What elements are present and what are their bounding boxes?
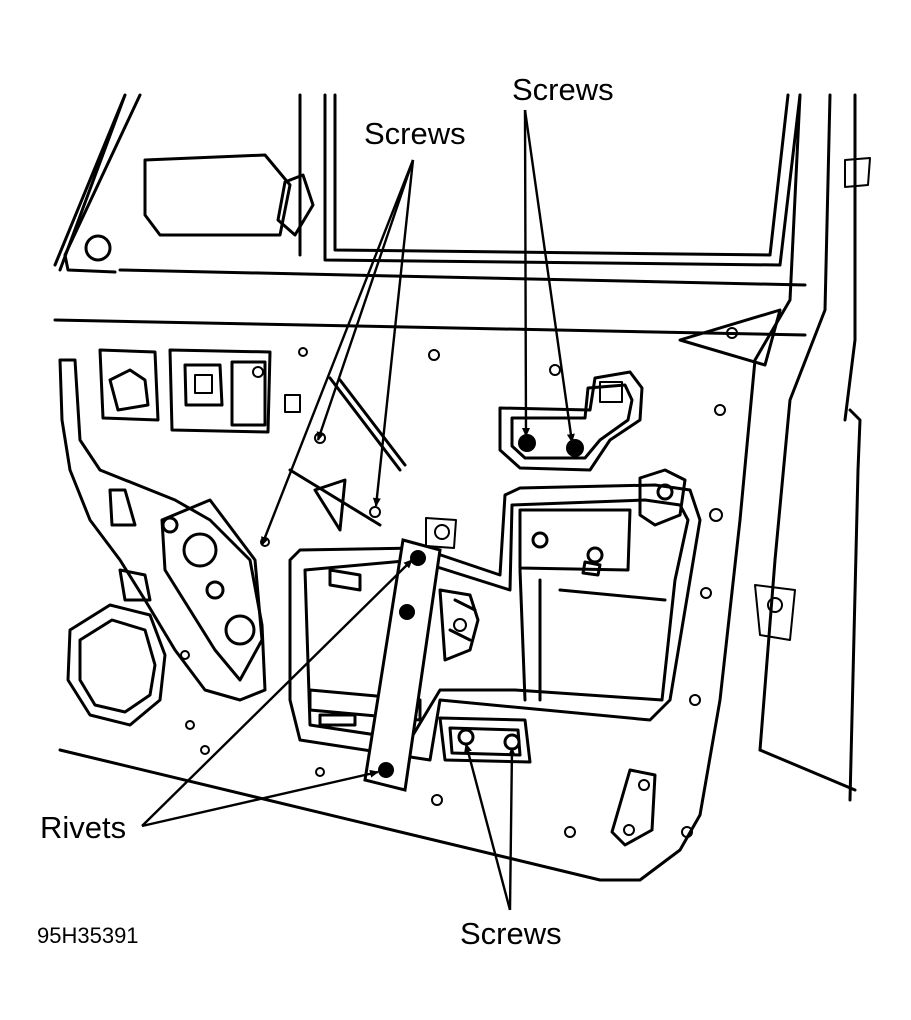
label-screws-bottom: Screws (460, 916, 562, 951)
lower-slot (610, 768, 657, 847)
door-inner-structure (58, 358, 267, 755)
screw-heads-upper-right (518, 434, 584, 457)
screw-head (457, 728, 475, 746)
screw-head (503, 733, 521, 751)
leader-screws-center-2 (316, 159, 415, 441)
rivet (399, 604, 415, 620)
leader-lines (141, 109, 575, 911)
linkage-rods (260, 376, 457, 549)
leader-screws-bottom-2 (507, 747, 516, 911)
screw-pocket-upper (498, 370, 644, 472)
mounting-holes (315, 327, 796, 838)
label-screws-upper-center: Screws (364, 116, 466, 151)
leader-rivets-1 (141, 559, 413, 827)
leader-screws-center-3 (372, 159, 415, 507)
figure-id: 95H35391 (37, 923, 139, 948)
door-outline (53, 93, 871, 882)
rivet (410, 550, 426, 566)
leader-screws-bottom-1 (464, 743, 512, 911)
screw-head (566, 439, 584, 457)
window-frame (53, 93, 807, 287)
screw-pocket-lower (438, 716, 532, 764)
screw-head (518, 434, 536, 452)
leader-screws-right-1 (521, 109, 530, 437)
lock-switch-module (98, 347, 308, 434)
regulator-opening (288, 468, 702, 762)
leader-rivets-2 (141, 769, 379, 828)
label-rivets: Rivets (40, 810, 127, 845)
leader-screws-center-1 (260, 159, 415, 546)
rivet (378, 762, 394, 778)
leader-screws-right-2 (523, 109, 575, 443)
regulator-strap (363, 538, 442, 792)
label-screws-upper-right: Screws (512, 72, 614, 107)
